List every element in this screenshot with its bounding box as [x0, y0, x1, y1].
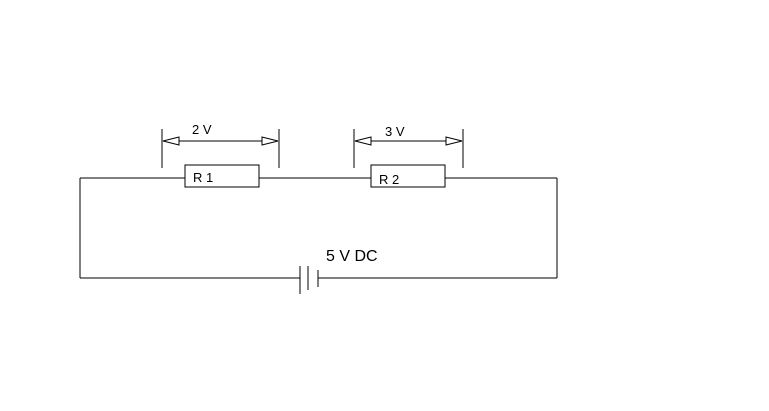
- resistor-r1: R 1: [184, 164, 260, 188]
- arrowhead-right-icon: [261, 136, 279, 146]
- arrowhead-left-icon: [354, 136, 372, 146]
- arrowhead-right-icon: [445, 136, 463, 146]
- resistor-r2-body: [370, 164, 446, 188]
- voltage-dimension-r1: 2 V: [161, 122, 280, 168]
- resistor-r1-label: R 1: [193, 170, 213, 185]
- voltage-label-r1: 2 V: [192, 122, 212, 137]
- source-voltage-label: 5 V DC: [326, 248, 378, 265]
- arrowhead-left-icon: [162, 136, 180, 146]
- resistor-r2: R 2: [370, 164, 446, 188]
- voltage-label-r2: 3 V: [385, 124, 405, 139]
- dc-voltage-source: 5 V DC: [299, 248, 378, 294]
- resistor-r1-body: [184, 164, 260, 188]
- voltage-dimension-r2: 3 V: [353, 124, 464, 168]
- circuit-wires: [79, 177, 558, 279]
- resistor-r2-label: R 2: [379, 172, 399, 187]
